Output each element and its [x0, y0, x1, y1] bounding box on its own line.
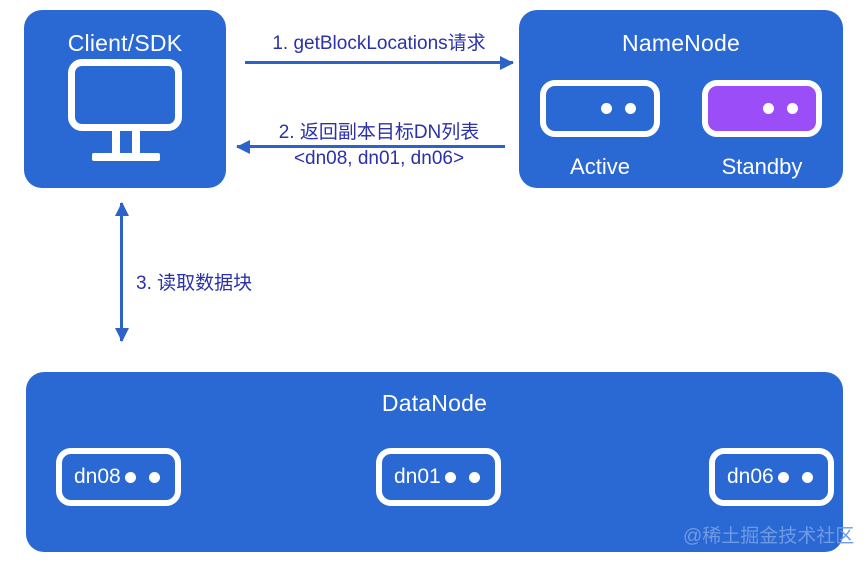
- monitor-screen: [68, 59, 182, 131]
- namenode-active-label: Active: [570, 154, 630, 179]
- led-indicator: [149, 471, 160, 483]
- datanode-node-label: dn08: [74, 465, 121, 488]
- led-indicator: [601, 103, 612, 114]
- arrow-shaft: [245, 61, 513, 64]
- arrow-get-block-locations: [245, 56, 514, 70]
- arrow-2-sublabel: <dn08, dn01, dn06>: [293, 148, 465, 169]
- datanode-panel-title: DataNode: [381, 390, 488, 416]
- led-indicator: [763, 103, 774, 114]
- led-indicator: [469, 471, 480, 483]
- led-indicator: [802, 471, 813, 483]
- datanode-node-dn08: dn08: [56, 448, 181, 506]
- led-indicator: [778, 471, 789, 483]
- client-panel-title: Client/SDK: [67, 30, 183, 56]
- datanode-node-label: dn01: [394, 465, 441, 488]
- arrow-3-label: 3. 读取数据块: [136, 273, 253, 294]
- arrow-read-block: [115, 202, 129, 342]
- datanode-node-dn06: dn06: [709, 448, 834, 506]
- arrow-head-down: [115, 328, 129, 342]
- arrow-shaft: [120, 203, 123, 341]
- server-leds: [125, 471, 160, 483]
- monitor-icon: [64, 59, 186, 163]
- arrow-2-label: 2. 返回副本目标DN列表: [278, 122, 480, 143]
- namenode-active-server-icon: [540, 80, 660, 137]
- monitor-leg-right: [132, 131, 140, 153]
- datanode-node-dn01: dn01: [376, 448, 501, 506]
- led-indicator: [625, 103, 636, 114]
- arrow-shaft: [237, 145, 505, 148]
- monitor-base: [92, 153, 160, 161]
- arrow-head-left: [236, 140, 250, 154]
- server-leds: [763, 103, 798, 114]
- datanode-node-label: dn06: [727, 465, 774, 488]
- server-leds: [445, 471, 480, 483]
- server-leds: [601, 103, 636, 114]
- namenode-standby-label: Standby: [721, 154, 803, 179]
- client-panel: Client/SDK: [24, 10, 226, 188]
- arrow-return-dn-list: [236, 140, 505, 154]
- namenode-standby-server-icon: [702, 80, 822, 137]
- server-leds: [778, 471, 813, 483]
- monitor-leg-left: [112, 131, 120, 153]
- arrow-1-label: 1. getBlockLocations请求: [272, 33, 486, 54]
- led-indicator: [787, 103, 798, 114]
- watermark: @稀土掘金技术社区: [683, 526, 855, 547]
- led-indicator: [125, 471, 136, 483]
- led-indicator: [445, 471, 456, 483]
- arrow-head-right: [500, 56, 514, 70]
- arrow-head-up: [115, 202, 129, 216]
- namenode-panel-title: NameNode: [622, 30, 740, 56]
